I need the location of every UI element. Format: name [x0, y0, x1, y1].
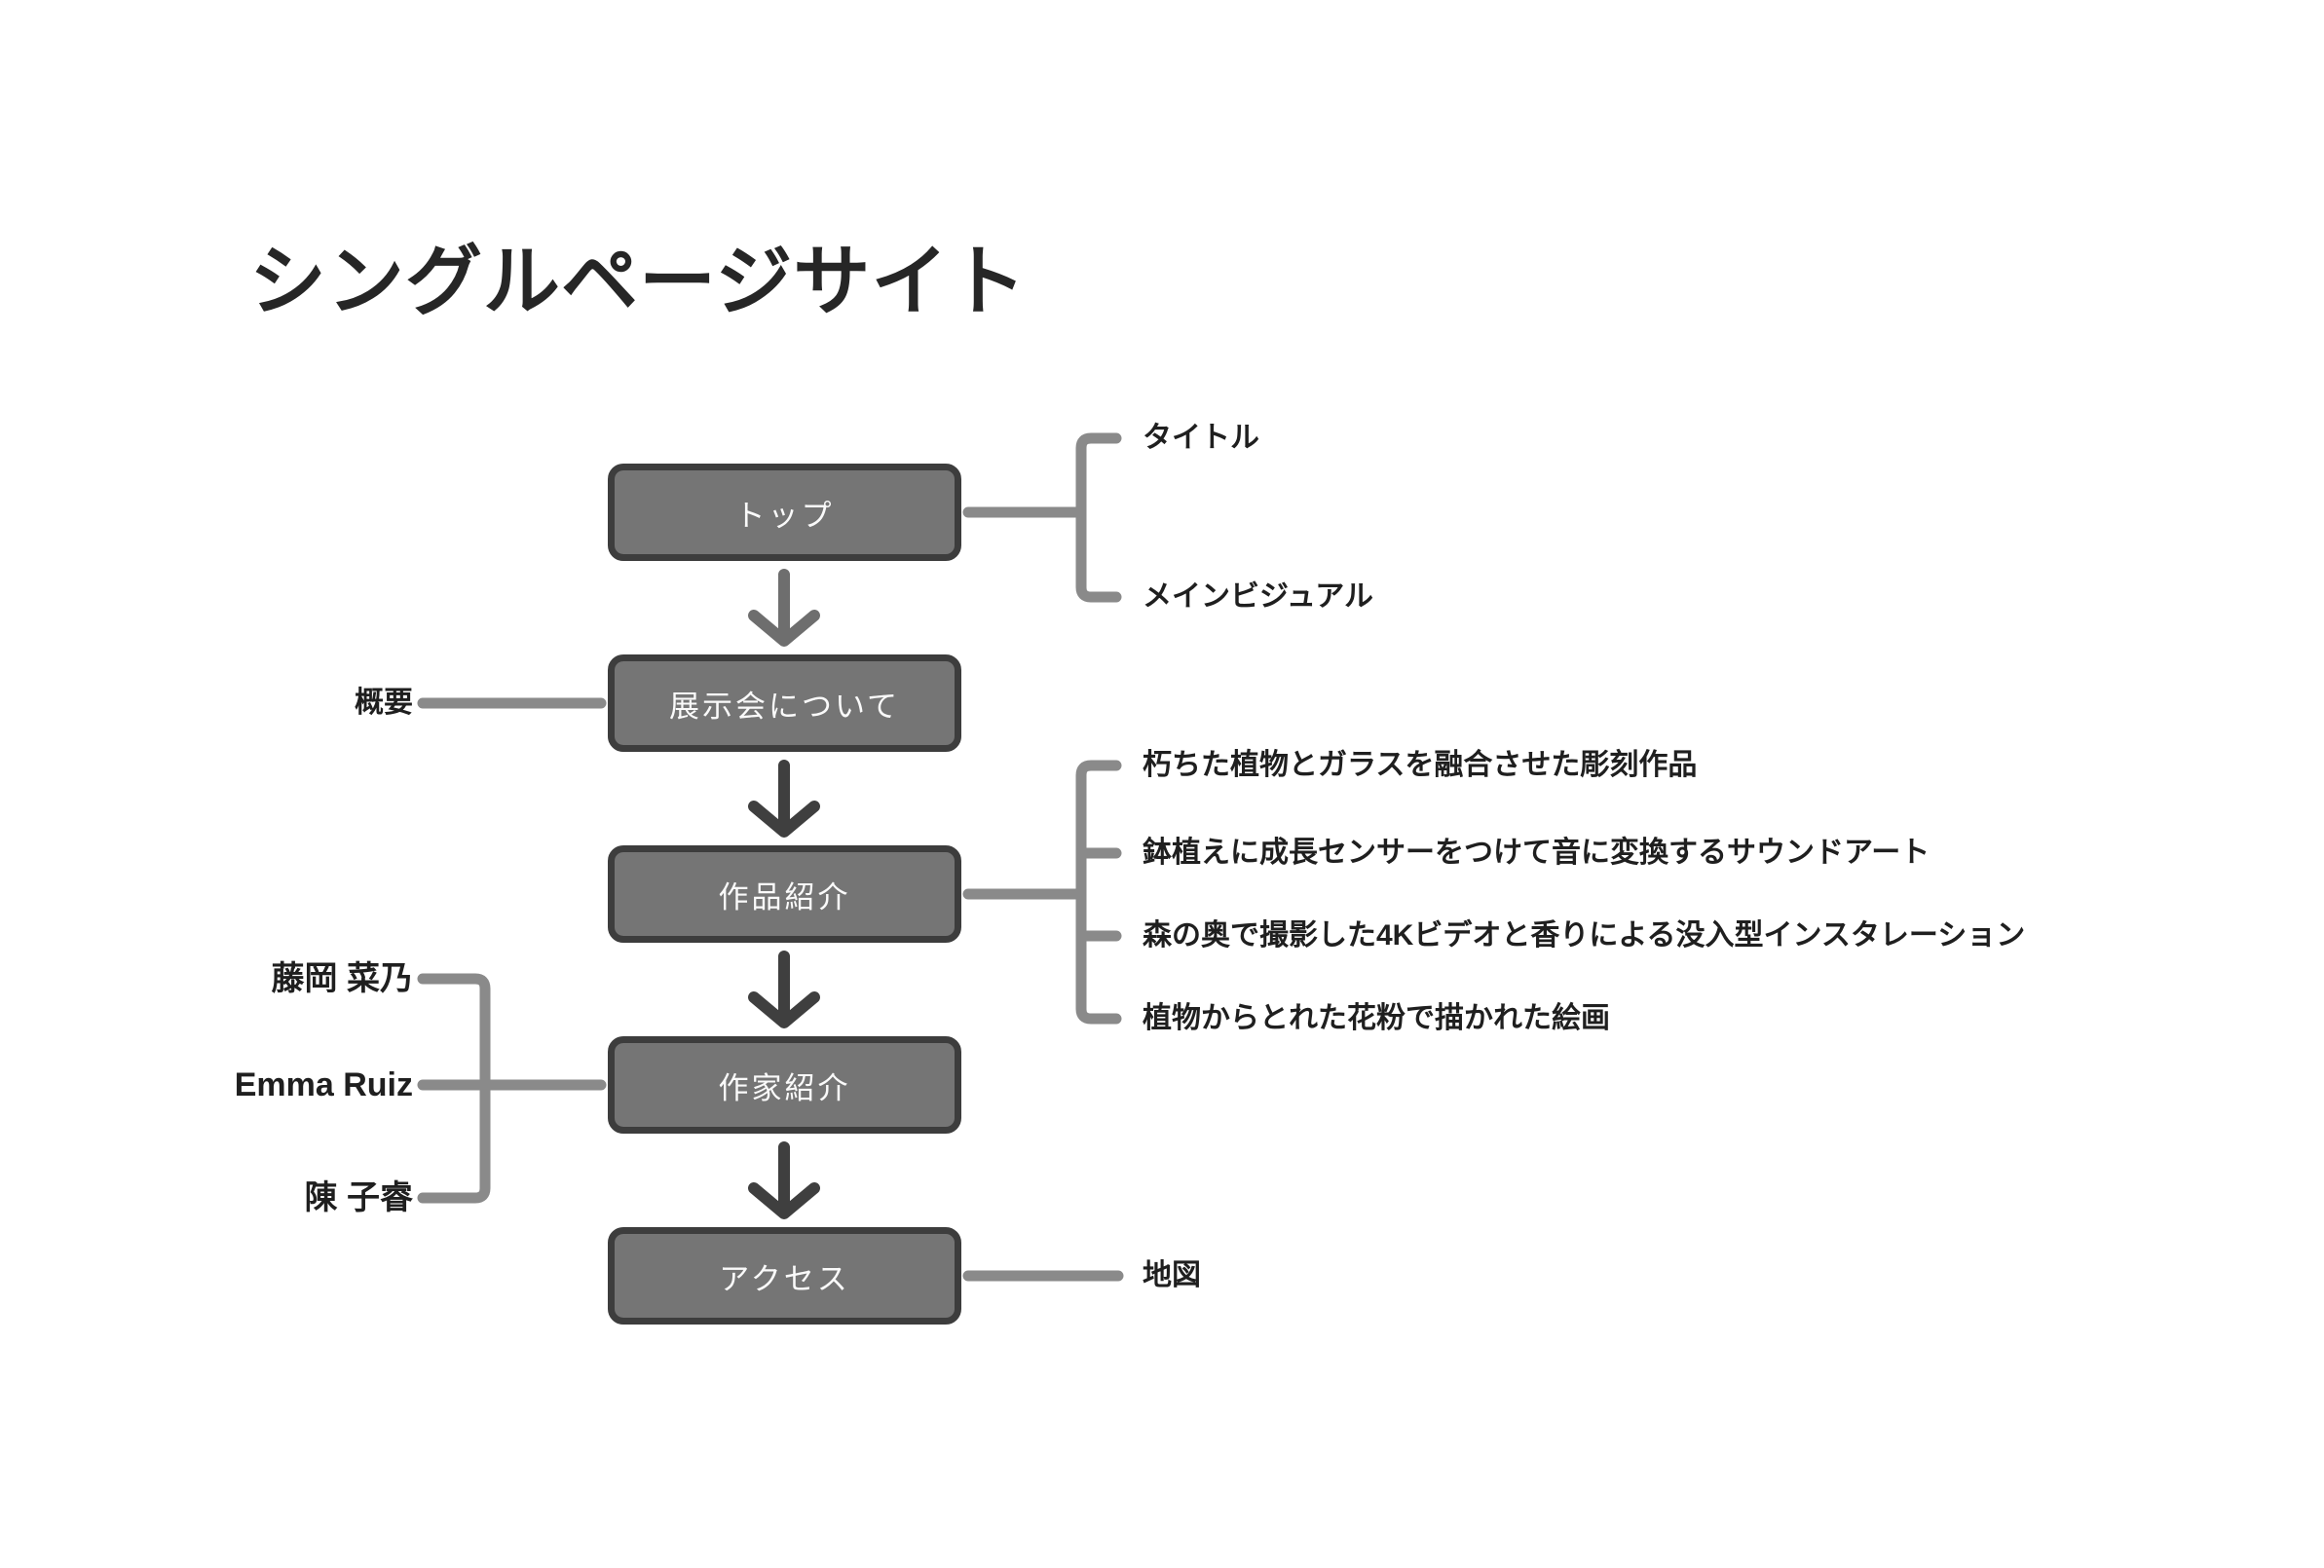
flow-node-access: アクセス	[608, 1227, 961, 1325]
flow-node-label: トップ	[734, 498, 835, 533]
work-item-label: 朽ちた植物とガラスを融合させた彫刻作品	[1143, 749, 1698, 781]
work-item-label: 鉢植えに成長センサーをつけて音に変換するサウンドアート	[1143, 837, 1930, 869]
top-children-bracket	[1075, 432, 1122, 603]
artist-name-label: 陳 子睿	[304, 1179, 413, 1216]
flow-node-label: 作家紹介	[718, 1070, 851, 1105]
map-label: 地図	[1143, 1259, 1201, 1291]
flow-arrow-4	[748, 1141, 820, 1219]
work-item-label: 植物からとれた花粉で描かれた絵画	[1143, 1002, 1610, 1034]
flow-node-works: 作品紹介	[608, 845, 961, 943]
page-title: シングルページサイト	[249, 238, 1028, 324]
flow-arrow-3	[748, 951, 820, 1028]
top-child-title-label: タイトル	[1143, 422, 1259, 454]
flow-node-about: 展示会について	[608, 654, 961, 752]
work-item-label: 森の奥で撮影した4Kビデオと香りによる没入型インスタレーション	[1143, 919, 2026, 952]
top-child-mainvisual-label: メインビジュアル	[1143, 580, 1373, 613]
flow-arrow-1	[748, 569, 820, 647]
overview-label: 概要	[355, 687, 413, 719]
flow-node-label: アクセス	[719, 1261, 850, 1296]
flow-node-artists: 作家紹介	[608, 1036, 961, 1134]
works-bracket	[1075, 760, 1122, 1025]
artist-name-label: Emma Ruiz	[234, 1066, 413, 1103]
flow-arrow-2	[748, 760, 820, 838]
flow-node-label: 作品紹介	[718, 879, 851, 915]
flow-node-top: トップ	[608, 464, 961, 561]
artist-name-label: 藤岡 菜乃	[271, 960, 413, 997]
flow-node-label: 展示会について	[668, 689, 901, 724]
